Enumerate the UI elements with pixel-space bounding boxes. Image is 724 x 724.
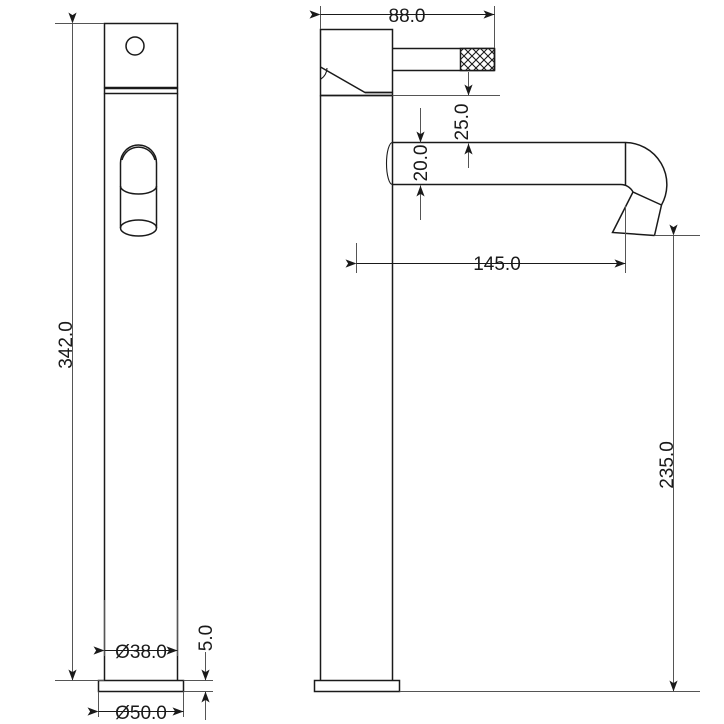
front-view-lever-body bbox=[119, 144, 158, 228]
dim-label-spout-reach: 145.0 bbox=[473, 254, 521, 275]
front-view-lever-cap-highlight bbox=[121, 146, 156, 161]
dimension-labels: 342.0 Ø38.0 Ø50.0 5.0 88.0 25.0 20.0 145… bbox=[56, 6, 678, 724]
front-view-base-plate bbox=[97, 679, 185, 693]
side-view-geometry bbox=[313, 28, 668, 693]
front-view-seam bbox=[103, 87, 179, 95]
ext-line-342 bbox=[55, 23, 104, 681]
dim-label-handle-reach: 88.0 bbox=[389, 6, 426, 27]
dim-label-body-diameter: Ø38.0 bbox=[115, 642, 167, 663]
side-view-head-block bbox=[319, 28, 394, 97]
side-view-outlet-nozzle bbox=[611, 191, 655, 237]
side-view-base-plate bbox=[313, 679, 401, 693]
side-view-outlet-edge bbox=[653, 204, 663, 236]
dim-label-handle-drop: 25.0 bbox=[452, 104, 473, 141]
side-view-spout-root bbox=[385, 141, 393, 186]
side-view-spout-elbow-inner bbox=[620, 183, 634, 193]
dim-label-base-diameter: Ø50.0 bbox=[115, 703, 167, 724]
front-view-lever-base bbox=[119, 219, 158, 237]
front-view-geometry bbox=[97, 22, 185, 693]
side-view-head-seam bbox=[320, 91, 393, 97]
ext-line-235 bbox=[399, 235, 700, 692]
side-view-spout-elbow-outer bbox=[625, 141, 668, 206]
front-view-column bbox=[103, 93, 179, 681]
side-view-lever-knurl bbox=[459, 47, 496, 72]
ext-line-145 bbox=[356, 206, 626, 273]
ext-line-5 bbox=[183, 680, 213, 692]
front-view-lever-seam bbox=[119, 185, 158, 195]
dim-label-spout-offset: 20.0 bbox=[411, 145, 432, 182]
side-view-nozzle-facet bbox=[632, 191, 662, 206]
dim-label-overall-height: 342.0 bbox=[56, 321, 77, 369]
side-view-column bbox=[319, 95, 394, 681]
dim-label-base-thickness: 5.0 bbox=[196, 625, 217, 651]
side-view-head-chamfer bbox=[320, 66, 393, 94]
dim-label-outlet-height: 235.0 bbox=[657, 441, 678, 489]
side-view-chamfer-arc bbox=[320, 67, 328, 80]
front-view-cap bbox=[103, 22, 179, 89]
front-view-cap-hole bbox=[125, 36, 145, 56]
dimension-lines bbox=[55, 6, 700, 720]
